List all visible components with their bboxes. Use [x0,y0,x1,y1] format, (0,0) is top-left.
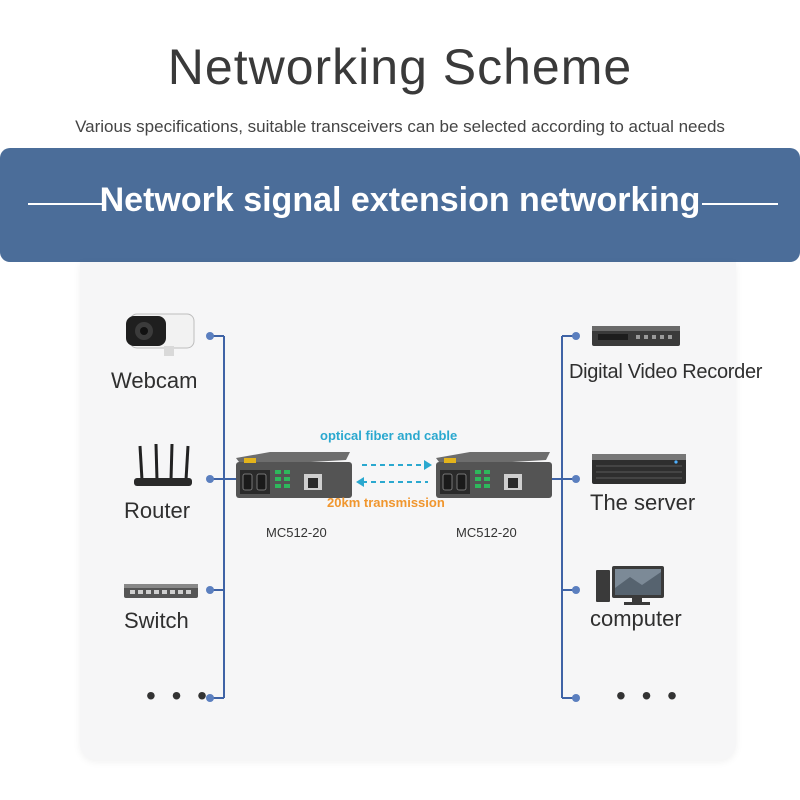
left-bus [210,335,236,699]
dvr-label: Digital Video Recorder [569,361,763,383]
bus-dot [572,694,580,702]
webcam-icon [126,313,195,356]
distance-label: 20km transmission [327,495,445,510]
banner-rule-left [28,203,104,205]
transceiver-right-icon [436,452,552,498]
computer-label: computer [590,606,682,631]
right-more-label: • • • [616,680,681,711]
page-title: Networking Scheme [167,39,633,95]
server-label: The server [590,490,696,515]
fiber-link-arrows [362,464,428,483]
page-subtitle: Various specifications, suitable transce… [75,117,725,136]
arrow-head-right [424,460,432,470]
right-bus [552,335,576,699]
right-transceiver-model: MC512-20 [456,525,517,540]
router-icon [134,443,192,486]
switch-icon [124,584,198,598]
left-transceiver-model: MC512-20 [266,525,327,540]
bus-dot [572,332,580,340]
bus-dot [206,332,214,340]
switch-label: Switch [124,608,189,633]
arrow-head-left [356,477,364,487]
bus-dot [206,475,214,483]
fiber-link-label: optical fiber and cable [320,428,458,443]
dvr-icon [592,326,680,346]
banner-title: Network signal extension networking [99,181,701,219]
bus-dot [206,694,214,702]
bus-dot [572,475,580,483]
webcam-label: Webcam [111,368,198,393]
router-label: Router [124,498,191,523]
computer-icon [596,566,664,605]
bus-dot [572,586,580,594]
bus-dot [206,586,214,594]
left-more-label: • • • [146,680,211,711]
transceiver-left-icon [236,452,352,498]
banner-rule-right [702,203,778,205]
section-banner: Network signal extension networking [0,148,800,262]
server-icon [592,454,686,484]
